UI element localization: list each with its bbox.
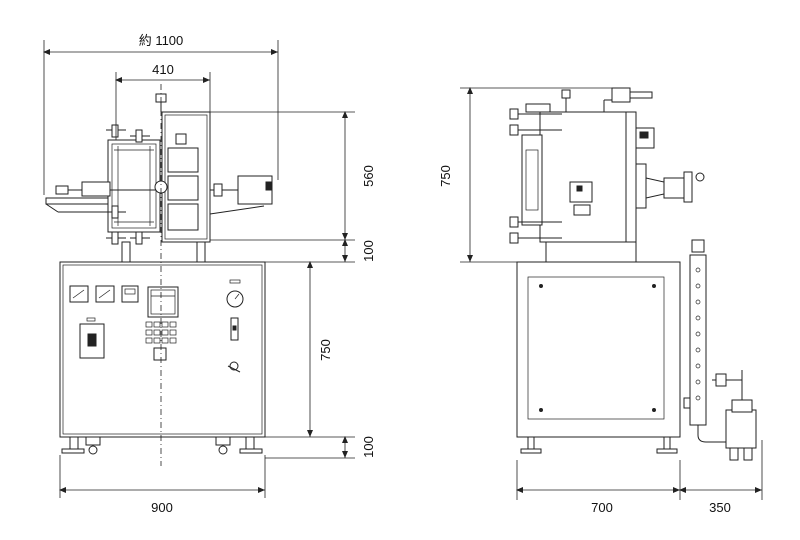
front-dimensions: 約 1100 410 560 100 750 100 900 bbox=[43, 33, 376, 515]
dim-side-extension: 350 bbox=[709, 500, 731, 515]
front-legs bbox=[61, 436, 263, 455]
side-clamps bbox=[509, 108, 562, 244]
sample-tray bbox=[45, 197, 109, 205]
side-pump bbox=[725, 409, 757, 449]
side-cabinet bbox=[516, 261, 681, 438]
side-view bbox=[509, 87, 757, 461]
dim-overall-width: 約 1100 bbox=[139, 33, 184, 48]
side-dimensions: 750 700 350 bbox=[438, 87, 763, 515]
door-clamps bbox=[106, 124, 150, 245]
dim-chamber-height: 560 bbox=[361, 165, 376, 187]
pipe-column bbox=[689, 254, 707, 426]
side-window bbox=[569, 181, 593, 203]
dim-leg-height: 100 bbox=[361, 436, 376, 458]
dim-side-height: 750 bbox=[438, 165, 453, 187]
dim-cabinet-height: 750 bbox=[318, 339, 333, 361]
dim-chamber-width: 410 bbox=[152, 62, 174, 77]
top-fitting bbox=[611, 87, 631, 103]
dim-gap-height: 100 bbox=[361, 240, 376, 262]
side-valve bbox=[663, 177, 685, 199]
controller-panel bbox=[147, 286, 179, 318]
pipe-holes bbox=[695, 267, 701, 401]
dim-cabinet-width: 900 bbox=[151, 500, 173, 515]
button-grid bbox=[145, 321, 177, 344]
side-panel bbox=[527, 276, 665, 420]
dim-side-cabinet-width: 700 bbox=[591, 500, 613, 515]
front-view bbox=[45, 84, 273, 466]
small-switch bbox=[153, 347, 167, 361]
